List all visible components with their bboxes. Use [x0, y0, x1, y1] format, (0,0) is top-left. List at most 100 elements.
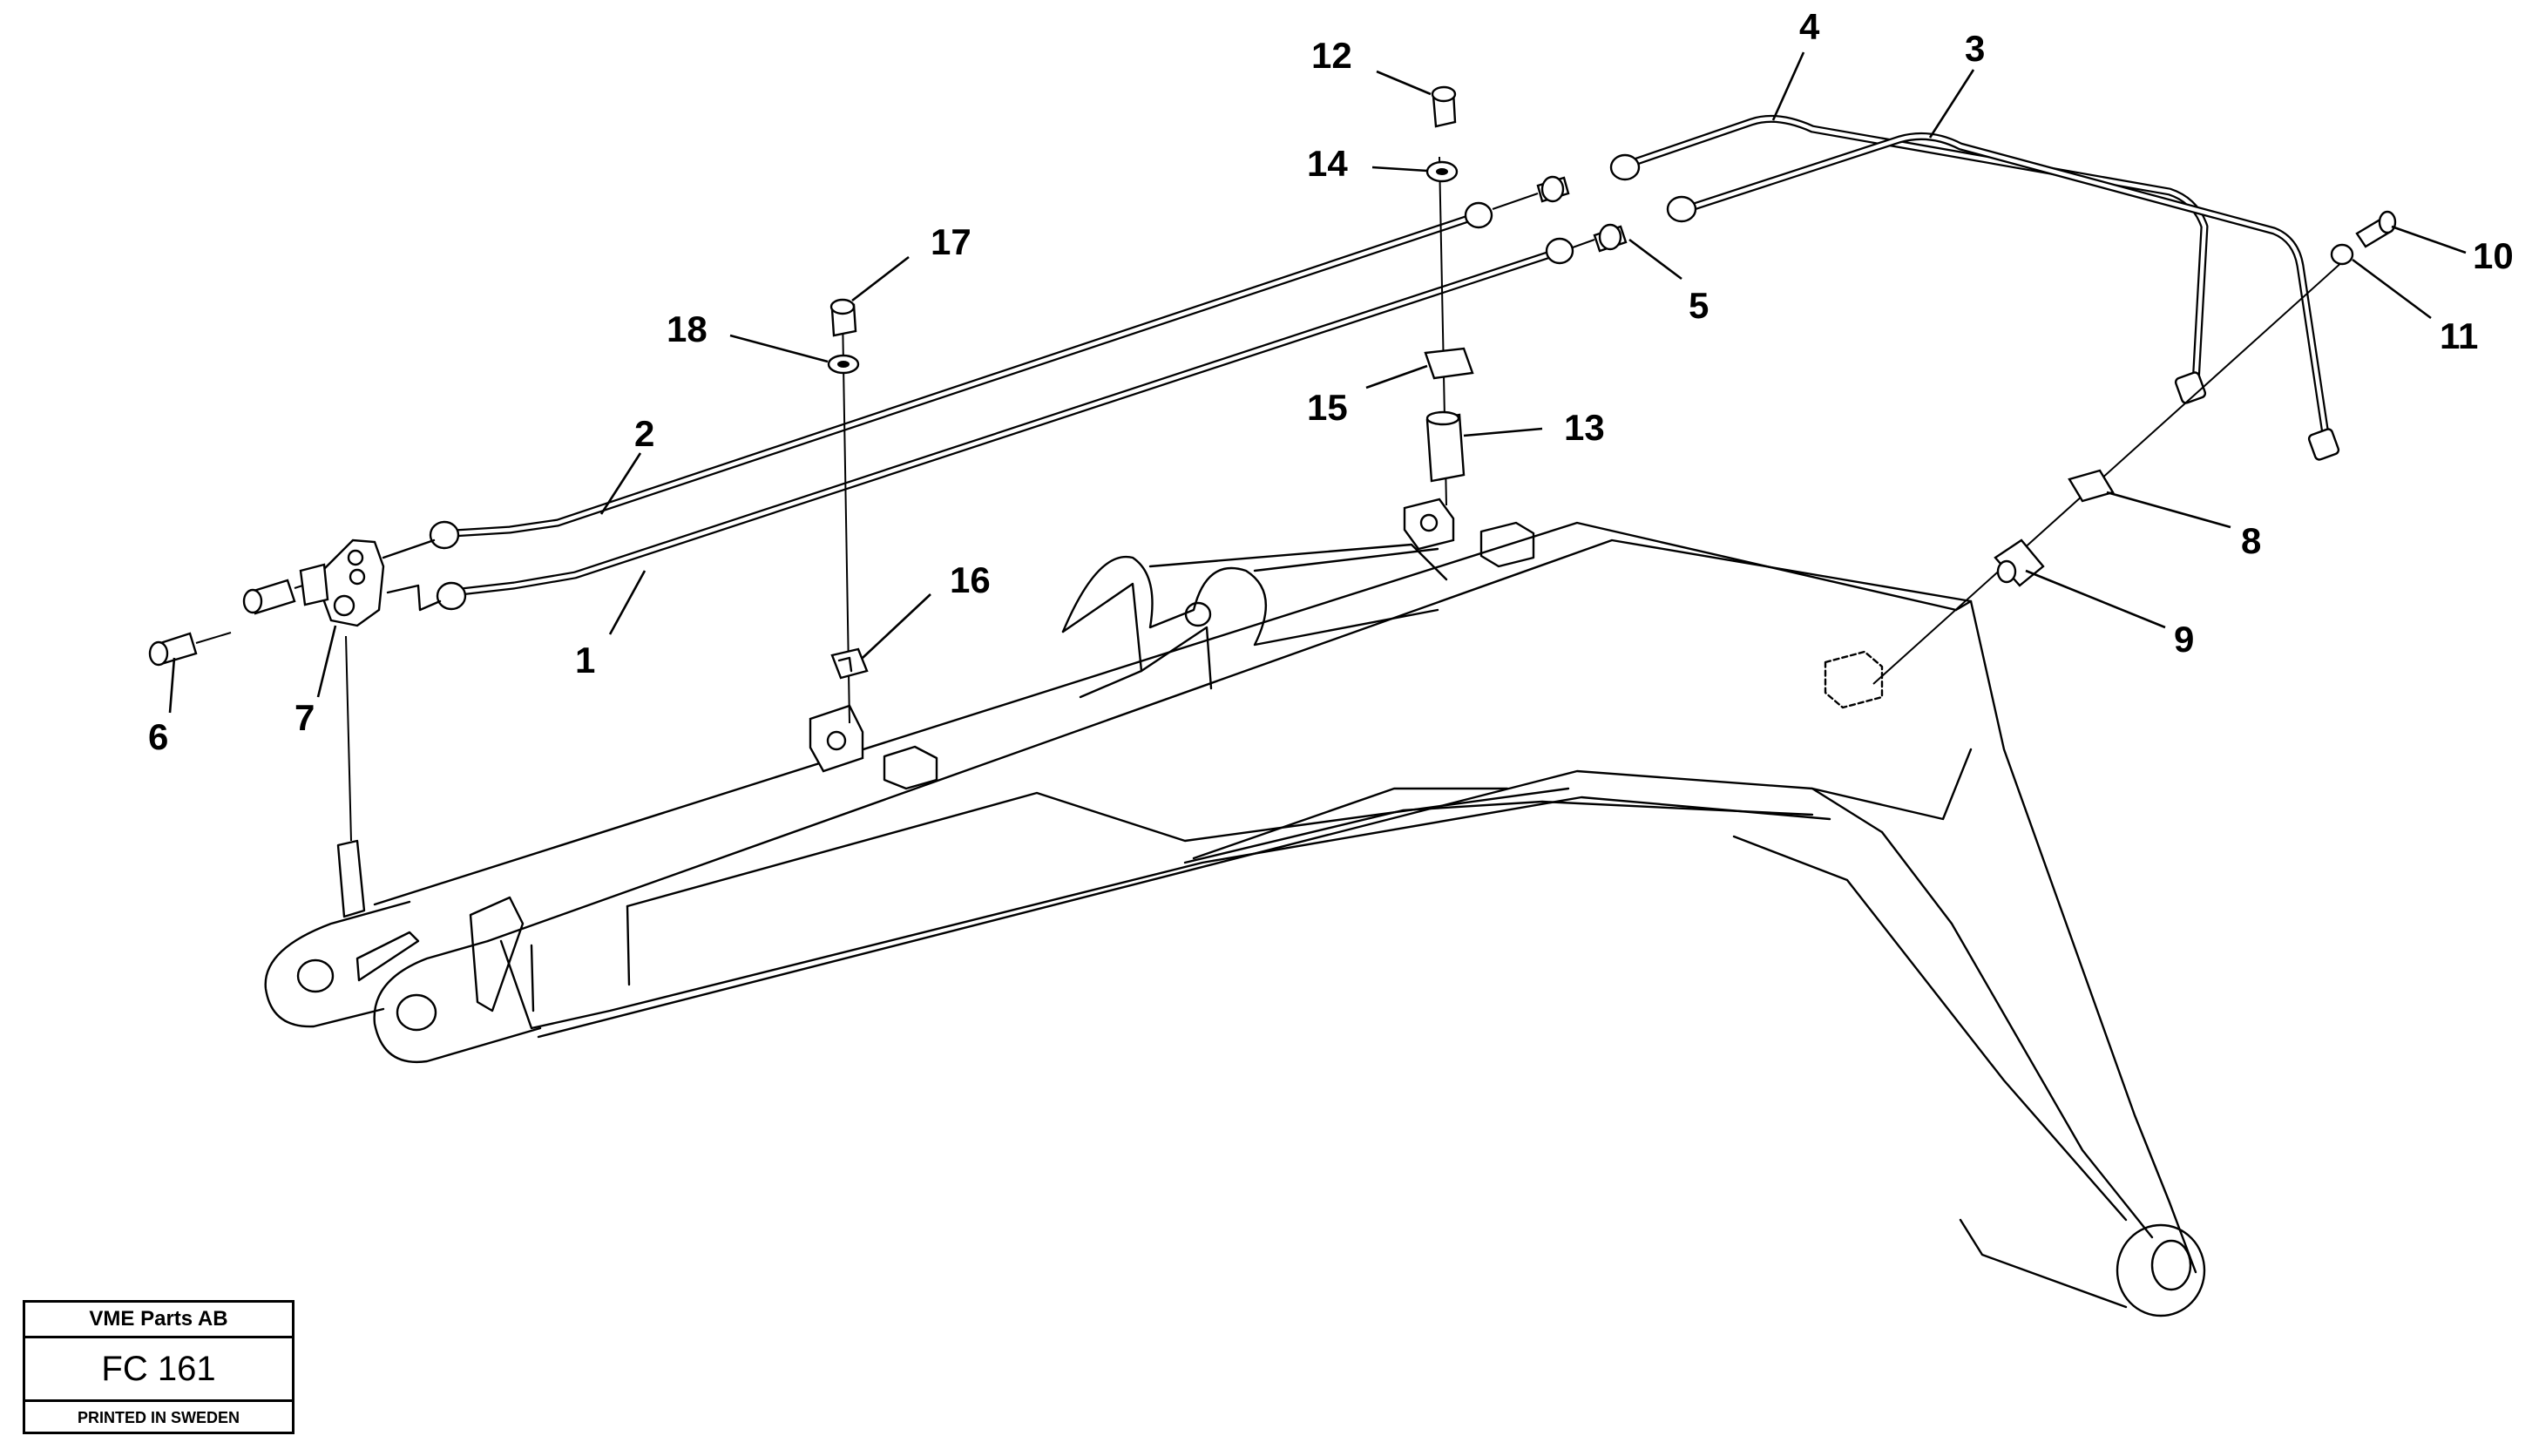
callout-18: 18: [667, 308, 707, 349]
leader-5: [1628, 238, 1682, 281]
pipe-4: [1625, 114, 2209, 388]
callout-3: 3: [1965, 28, 1985, 69]
title-block-code: FC 161: [25, 1338, 292, 1402]
pipe-1-core: [450, 250, 1558, 595]
bracket-7-drop-line: [345, 635, 352, 842]
pad-mid-2: [1479, 521, 1535, 568]
leader-13: [1463, 427, 1543, 437]
leader-4: [1771, 51, 1805, 121]
bracket-7: [299, 538, 385, 627]
screw-10-head: [2378, 210, 2397, 234]
boom-foot-edge: [1959, 1218, 2128, 1309]
clip-16-slot: [837, 656, 853, 673]
pipe-4-end-nut: [2174, 371, 2207, 404]
pipe-3-start-nut: [1666, 195, 1697, 223]
leader-1: [608, 570, 647, 635]
callout-4: 4: [1799, 6, 1820, 47]
boom-panel-vertical: [626, 904, 631, 986]
callout-8: 8: [2241, 520, 2261, 561]
callout-6: 6: [148, 716, 168, 757]
boom-bracket-top: [1148, 543, 1448, 581]
spacer-13-top: [1425, 410, 1460, 426]
pipe-1: [449, 248, 1560, 597]
boom-rear-face: [1811, 748, 1973, 821]
pipes: [449, 114, 2340, 597]
leader-3: [1928, 69, 1975, 139]
leaders: [168, 51, 2467, 714]
leader-10: [2391, 225, 2467, 254]
leader-15: [1365, 364, 1428, 389]
bracket-link-upper: [382, 538, 436, 559]
pipe-2-left-nut: [429, 520, 460, 550]
pipe-2-mid-nut: [1464, 201, 1493, 229]
title-block-printed: PRINTED IN SWEDEN: [77, 1409, 240, 1426]
bracket-link-lower: [386, 584, 442, 612]
boom-foot-bore: [2150, 1239, 2192, 1291]
boom-nose-web: [355, 931, 420, 982]
pipe-4-start-nut: [1609, 153, 1641, 181]
clamp-stack-left: [827, 298, 869, 724]
pad-mid-1-hole: [1419, 513, 1439, 532]
callout-2: 2: [634, 413, 654, 454]
clip-15: [1424, 347, 1474, 380]
leader-14: [1371, 166, 1428, 173]
leader-18: [729, 334, 829, 363]
clamp-stack-right: [1872, 210, 2397, 685]
washer-14-hole: [1436, 168, 1448, 175]
callout-11: 11: [2440, 315, 2478, 356]
callout-5: 5: [1689, 285, 1709, 326]
pipe-1-left-nut: [436, 581, 467, 611]
boom-nose-plate-left: [264, 900, 411, 1028]
pipe-3-end-nut: [2307, 428, 2340, 461]
callout-10: 10: [2473, 235, 2514, 276]
boom-nose-bore-left: [296, 958, 335, 993]
leader-11: [2352, 258, 2432, 320]
title-block: VME Parts AB FC 161 PRINTED IN SWEDEN: [23, 1300, 294, 1434]
boom-rib: [1192, 787, 1509, 860]
boom-panel-vertical-2: [530, 944, 535, 1012]
boom-structure: [264, 521, 2206, 1317]
nipple-left-lower: [148, 632, 232, 667]
pipe-2-core: [450, 215, 1473, 536]
leader-7: [316, 625, 337, 698]
callout-1: 1: [575, 640, 595, 681]
pipe-3: [1682, 132, 2331, 444]
leader-9: [2025, 569, 2166, 629]
callout-16: 16: [950, 559, 991, 600]
boom-top-edge: [373, 521, 1958, 906]
leader-17: [851, 255, 910, 302]
boom-pads: [809, 498, 1884, 790]
boom-elbow-outer: [1954, 599, 2197, 1274]
callout-labels: 1 2 3 4 5 6 7 8 9 10 11 12 13 14 15 16 1…: [148, 6, 2514, 757]
stack-right-axis: [1872, 252, 2353, 685]
nipple-lower: [1572, 223, 1628, 253]
spacer-9-end: [1996, 559, 2017, 584]
clamp-stack-mid: [1424, 85, 1474, 506]
boom-cylinder-bracket: [1061, 555, 1439, 647]
boom-bracket-bore: [1184, 601, 1212, 627]
nipple-upper: [1492, 175, 1570, 210]
pad-left-1-hole: [826, 730, 847, 751]
leader-12: [1376, 70, 1432, 96]
boom-nose-plate-right: [373, 939, 542, 1064]
boom-side-panel-2: [1183, 800, 1814, 864]
callout-12: 12: [1311, 35, 1352, 76]
boom-nose-lug-1: [336, 839, 366, 918]
boom-foot-boss: [2116, 1223, 2206, 1317]
pad-right-dashed: [1824, 650, 1884, 709]
pipe-2: [449, 213, 1475, 538]
leader-2: [599, 452, 642, 515]
boom-nose-lug-2: [469, 896, 525, 1012]
leader-8: [2106, 491, 2231, 529]
pipe-4-core: [1627, 117, 2207, 386]
boom-nose-bore-right: [396, 993, 437, 1032]
callout-7: 7: [294, 697, 315, 738]
boom-elbow-inner: [1880, 830, 2154, 1239]
boom-bracket-leg-2: [1140, 626, 1213, 690]
pipe-3-core: [1683, 134, 2329, 443]
fittings: [148, 153, 1697, 667]
screw-17-head: [829, 298, 856, 315]
leader-16: [862, 593, 931, 659]
